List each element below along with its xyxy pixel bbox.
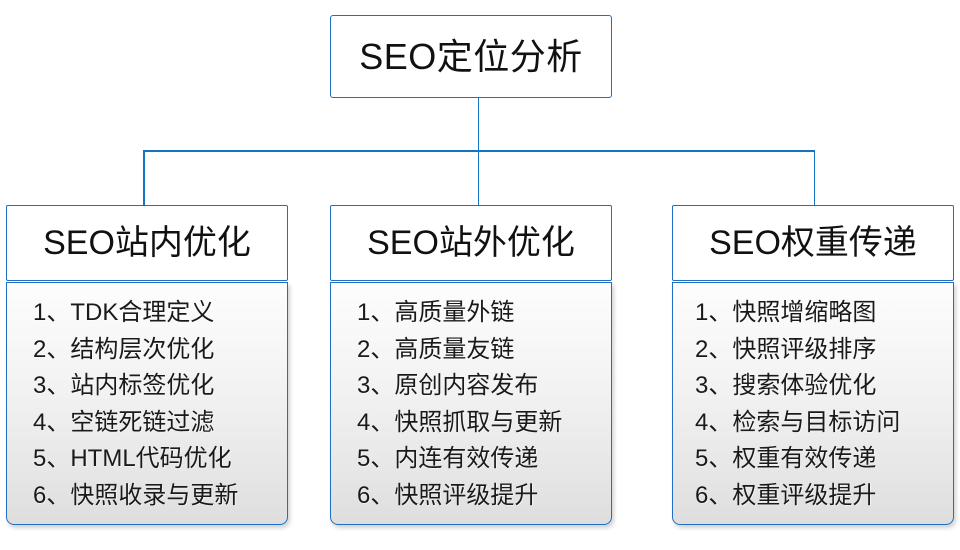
list-item: 2、高质量友链 — [357, 335, 515, 363]
branch-header-label: SEO权重传递 — [709, 224, 917, 262]
list-item: 4、空链死链过滤 — [33, 408, 215, 436]
list-item: 5、权重有效传递 — [695, 445, 877, 472]
branch-column-offsite: SEO站外优化 1、高质量外链 2、高质量友链 3、原创内容发布 4、快照抓取与… — [330, 205, 612, 525]
branch-header-weight-transfer[interactable]: SEO权重传递 — [672, 205, 954, 281]
root-node-seo-positioning-analysis[interactable]: SEO定位分析 — [330, 15, 612, 98]
branch-list-inner: 1、高质量外链 2、高质量友链 3、原创内容发布 4、快照抓取与更新 5、内连有… — [331, 295, 562, 514]
list-item: 5、HTML代码优化 — [33, 445, 232, 472]
list-item: 6、权重评级提升 — [695, 481, 877, 509]
branch-list-inner: 1、TDK合理定义 2、结构层次优化 3、站内标签优化 4、空链死链过滤 5、H… — [7, 295, 238, 514]
branch-list-weight-transfer: 1、快照增缩略图 2、快照评级排序 3、搜索体验优化 4、检索与目标访问 5、权… — [672, 282, 954, 525]
branch-column-onsite: SEO站内优化 1、TDK合理定义 2、结构层次优化 3、站内标签优化 4、空链… — [6, 205, 288, 525]
connector-root-stem — [477, 98, 480, 151]
branch-header-onsite[interactable]: SEO站内优化 — [6, 205, 288, 281]
branch-column-weight-transfer: SEO权重传递 1、快照增缩略图 2、快照评级排序 3、搜索体验优化 4、检索与… — [672, 205, 954, 525]
list-item: 4、快照抓取与更新 — [357, 408, 563, 436]
list-item: 3、搜索体验优化 — [695, 372, 877, 399]
list-item: 3、原创内容发布 — [357, 372, 539, 399]
list-item: 2、结构层次优化 — [33, 335, 215, 363]
branch-list-inner: 1、快照增缩略图 2、快照评级排序 3、搜索体验优化 4、检索与目标访问 5、权… — [673, 295, 900, 514]
list-item: 6、快照评级提升 — [357, 481, 539, 509]
list-item: 6、快照收录与更新 — [33, 481, 239, 509]
list-item: 2、快照评级排序 — [695, 335, 877, 363]
connector-drop-branch-3 — [813, 150, 816, 206]
connector-drop-branch-1 — [143, 150, 145, 206]
branch-header-label: SEO站内优化 — [43, 224, 251, 262]
list-item: 1、TDK合理定义 — [33, 299, 215, 326]
list-item: 5、内连有效传递 — [357, 445, 539, 472]
root-node-label: SEO定位分析 — [359, 35, 583, 77]
list-item: 3、站内标签优化 — [33, 372, 215, 399]
branch-header-offsite[interactable]: SEO站外优化 — [330, 205, 612, 281]
connector-drop-branch-2 — [477, 150, 480, 206]
branch-list-offsite: 1、高质量外链 2、高质量友链 3、原创内容发布 4、快照抓取与更新 5、内连有… — [330, 282, 612, 525]
branch-header-label: SEO站外优化 — [367, 224, 575, 262]
list-item: 1、高质量外链 — [357, 299, 515, 326]
list-item: 1、快照增缩略图 — [695, 299, 877, 326]
list-item: 4、检索与目标访问 — [695, 408, 901, 436]
branch-list-onsite: 1、TDK合理定义 2、结构层次优化 3、站内标签优化 4、空链死链过滤 5、H… — [6, 282, 288, 525]
